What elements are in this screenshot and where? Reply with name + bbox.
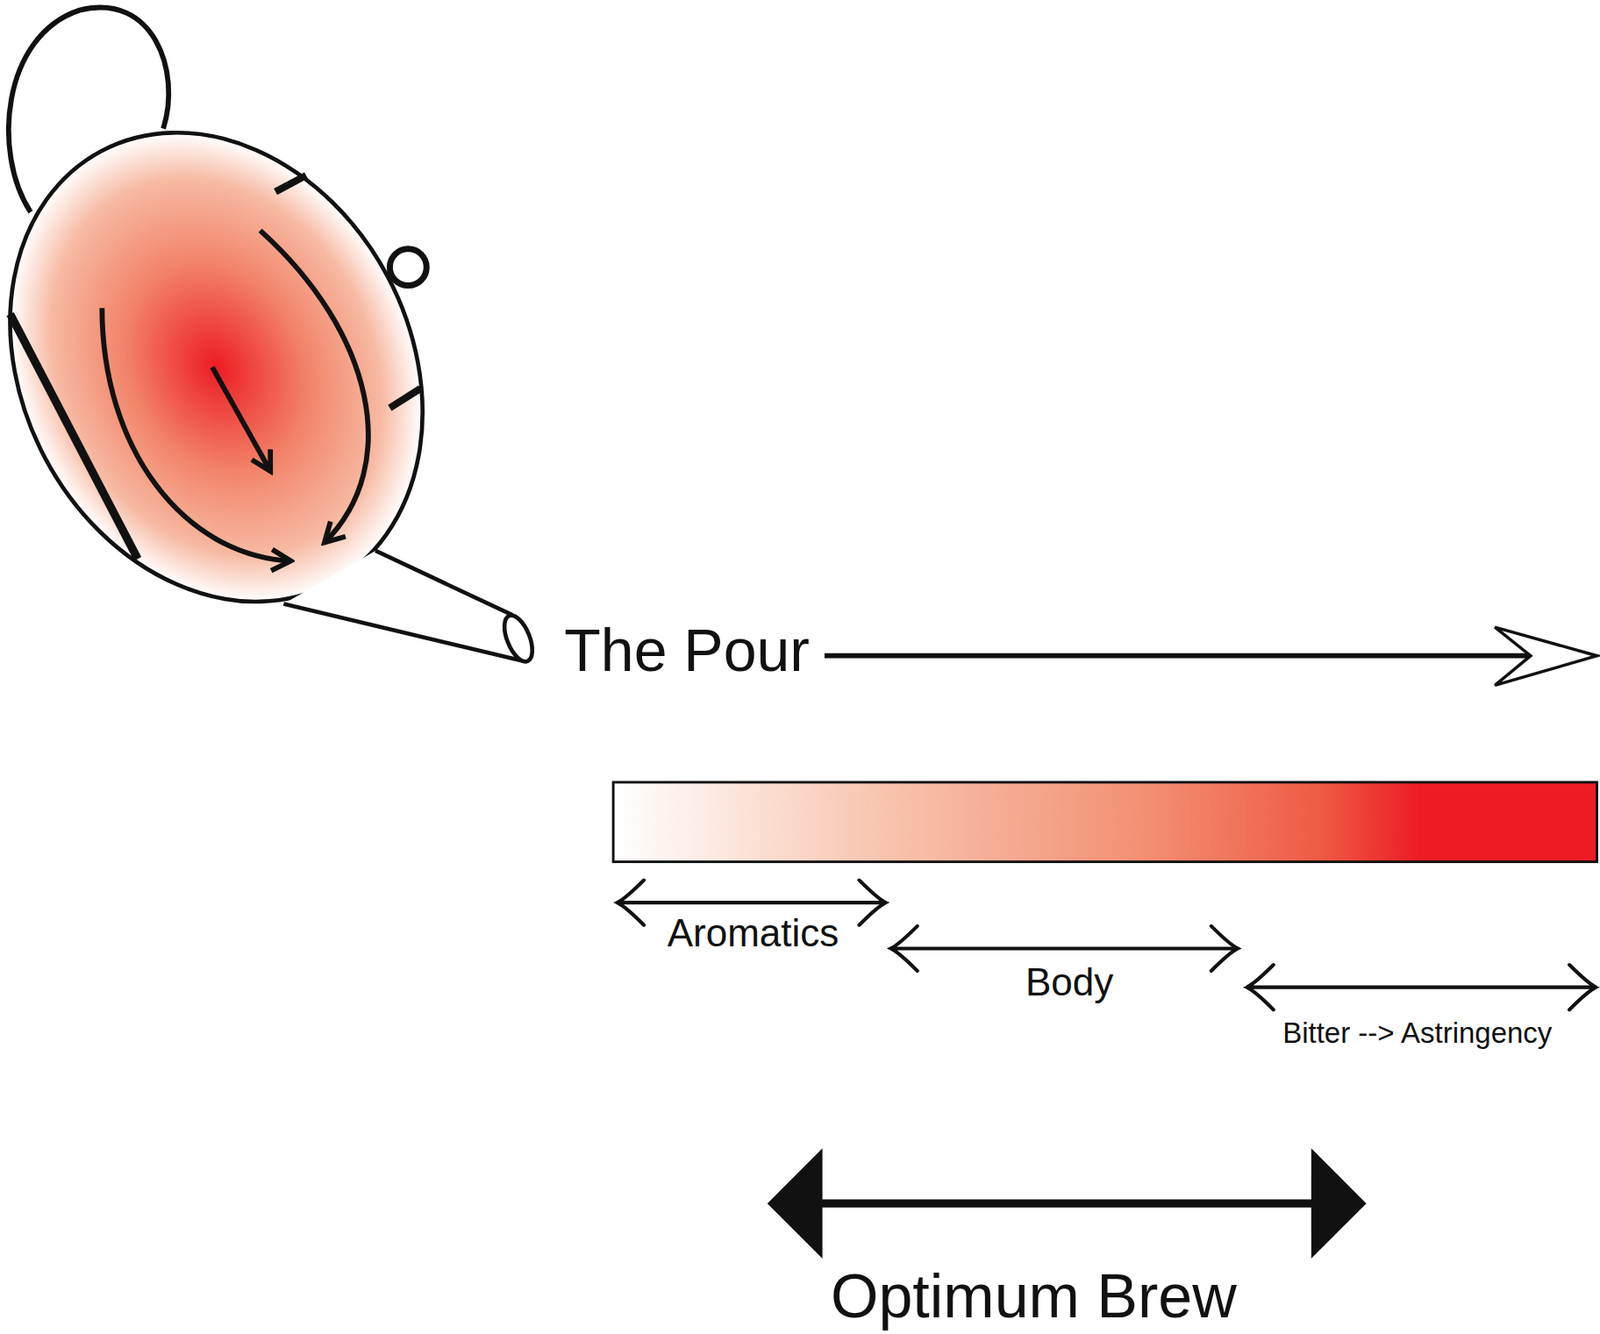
pour-arrow [824, 653, 1542, 659]
strength-bar [613, 782, 1597, 863]
lid-knob [389, 249, 427, 286]
teapot-spout [283, 550, 522, 662]
optimum-arrow [816, 1200, 1318, 1208]
range-label: Bitter --> Astringency [1282, 1017, 1552, 1050]
range-arrow [1247, 964, 1597, 1010]
pour-label: The Pour [564, 617, 810, 684]
range-label: Aromatics [667, 912, 840, 955]
optimum-label: Optimum Brew [830, 1263, 1237, 1331]
range-label: Body [1025, 961, 1114, 1004]
